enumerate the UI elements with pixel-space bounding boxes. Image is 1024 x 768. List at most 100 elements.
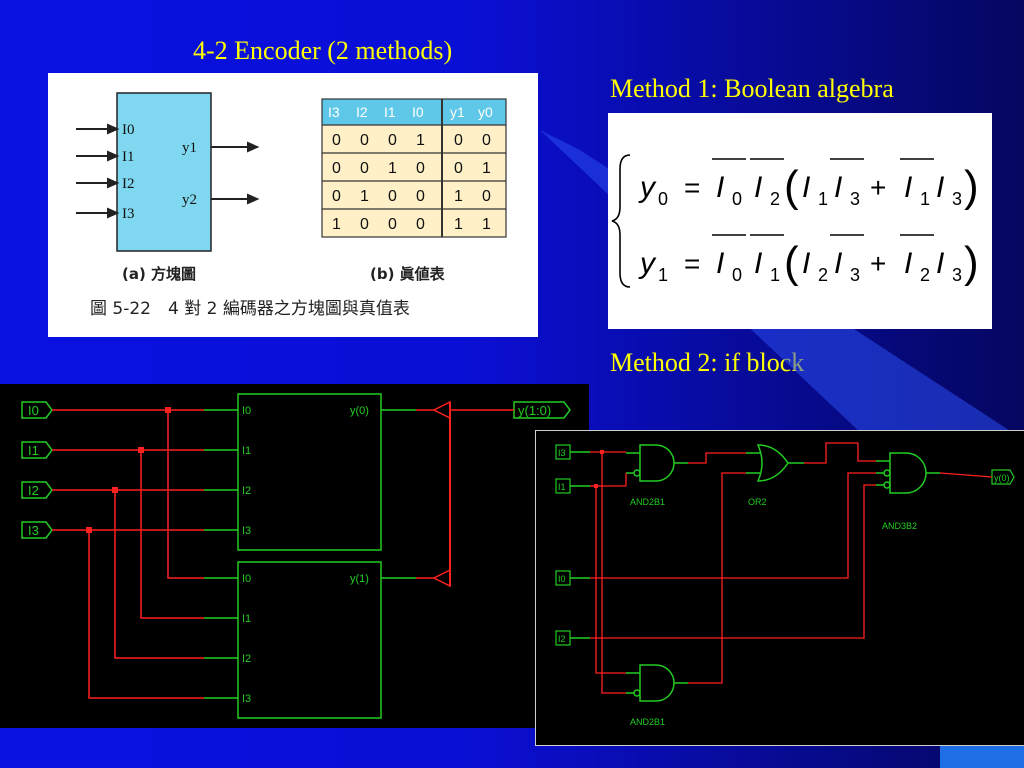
svg-text:1: 1	[920, 189, 930, 209]
svg-text:): )	[964, 238, 979, 287]
input-port-i0	[21, 401, 53, 419]
tt-cell: 0	[416, 188, 425, 205]
svg-text:=: =	[684, 248, 700, 279]
tt-cell: 0	[360, 216, 369, 233]
tt-cell: 0	[482, 132, 491, 149]
tt-cell: 0	[416, 216, 425, 233]
method-1-label: Method 1: Boolean algebra	[610, 74, 894, 103]
method-2-label: Method 2: if block	[610, 348, 805, 377]
block-input-i3: I3	[122, 206, 135, 222]
schematic-blocks: I0 I1 I2 I3 y(1:0) I0 I1 I2 I3 y(0) I0 I…	[0, 384, 589, 728]
svg-text:2: 2	[770, 189, 780, 209]
and-gate-top	[639, 444, 675, 482]
eq1-equals: =	[684, 172, 700, 203]
tt-cell: 0	[388, 188, 397, 205]
b2-pin-i3: I3	[242, 693, 251, 705]
tt-cell: 0	[482, 188, 491, 205]
svg-text:0: 0	[732, 189, 742, 209]
svg-text:I: I	[834, 247, 842, 280]
inverter-bubble	[633, 469, 641, 477]
input-port-i3	[21, 521, 53, 539]
encoder-figure: I0 I1 I2 I3 y1 y2 (a) 方塊圖 I3 I2 I1 I0	[48, 73, 538, 337]
block-input-i2: I2	[122, 176, 135, 192]
inverter-bubble	[883, 481, 891, 489]
svg-text:I: I	[834, 171, 842, 204]
svg-text:I: I	[716, 171, 724, 204]
b2-pin-i0: I0	[242, 573, 251, 585]
port-label-i0: I0	[558, 574, 566, 584]
encoder-block-2	[237, 561, 382, 719]
tt-cell: 1	[482, 216, 491, 233]
tt-cell: 0	[388, 132, 397, 149]
svg-text:3: 3	[952, 189, 962, 209]
tt-cell: 1	[360, 188, 369, 205]
input-port-i1	[21, 441, 53, 459]
bus-output-label: y(1:0)	[518, 403, 551, 418]
port-label-i2: I2	[558, 634, 566, 644]
svg-text:(: (	[784, 238, 799, 287]
encoder-block-1	[237, 393, 382, 551]
brace	[611, 154, 631, 288]
port-label-i3: I3	[28, 523, 39, 538]
block-output-y2: y2	[182, 192, 197, 208]
and3-gate	[889, 452, 927, 494]
svg-text:I: I	[802, 171, 810, 204]
gate-label-or2: OR2	[748, 497, 767, 507]
output-port-y0	[991, 469, 1015, 485]
junction-dot	[165, 407, 171, 413]
svg-text:1: 1	[818, 189, 828, 209]
port-label-i1: I1	[28, 443, 39, 458]
svg-text:I: I	[936, 247, 944, 280]
b1-pin-i1: I1	[242, 445, 251, 457]
tt-cell: 0	[454, 132, 463, 149]
tt-header-i3: I3	[328, 104, 340, 120]
or-gate	[756, 444, 789, 482]
junction-dot	[600, 450, 604, 454]
svg-text:I: I	[754, 247, 762, 280]
output-label-y0: y(0)	[994, 473, 1010, 483]
b1-pin-i3: I3	[242, 525, 251, 537]
junction-dot	[86, 527, 92, 533]
inverter-bubble	[633, 689, 641, 697]
schematic-gates: I3 I1 I0 I2 y(0) AND2B1 OR2 AND3B2 AND2B…	[535, 430, 1024, 746]
tt-cell: 1	[416, 132, 425, 149]
eq1-lhs: y	[638, 171, 657, 204]
junction-dot	[594, 484, 598, 488]
and-gate-bottom	[639, 664, 675, 702]
tt-cell: 1	[388, 160, 397, 177]
b2-pin-i1: I1	[242, 613, 251, 625]
svg-text:2: 2	[818, 265, 828, 285]
block-input-i0: I0	[122, 122, 135, 138]
slide-title: 4-2 Encoder (2 methods)	[193, 36, 453, 65]
tt-header-i0: I0	[412, 104, 424, 120]
port-label-i3: I3	[558, 448, 566, 458]
input-port-i2	[21, 481, 53, 499]
truth-table: I3 I2 I1 I0 y1 y0 0 0 0 1 0 0 0 0 1 0 0 …	[321, 98, 507, 283]
tt-cell: 0	[332, 160, 341, 177]
tt-cell: 1	[454, 216, 463, 233]
b2-output-label: y(1)	[350, 573, 369, 585]
tt-cell: 0	[332, 188, 341, 205]
block-input-i1: I1	[122, 149, 135, 165]
svg-text:I: I	[716, 247, 724, 280]
schematic-blocks-svg: I0 I1 I2 I3 y(1:0) I0 I1 I2 I3 y(0) I0 I…	[21, 393, 571, 719]
svg-text:): )	[964, 162, 979, 211]
svg-text:1: 1	[770, 265, 780, 285]
b1-output-label: y(0)	[350, 405, 369, 417]
encoder-block	[116, 92, 212, 252]
schematic-gates-svg: I3 I1 I0 I2 y(0) AND2B1 OR2 AND3B2 AND2B…	[555, 442, 1015, 727]
port-label-i2: I2	[28, 483, 39, 498]
svg-text:I: I	[754, 171, 762, 204]
encoder-figure-svg: I0 I1 I2 I3 y1 y2 (a) 方塊圖 I3 I2 I1 I0	[76, 92, 507, 319]
svg-text:+: +	[870, 172, 886, 203]
tt-cell: 0	[416, 160, 425, 177]
junction-dot	[112, 487, 118, 493]
eq2-lhs-sub: 1	[658, 265, 668, 285]
b2-pin-i2: I2	[242, 653, 251, 665]
svg-text:I: I	[802, 247, 810, 280]
b1-pin-i0: I0	[242, 405, 251, 417]
svg-text:I: I	[936, 171, 944, 204]
eq2-lhs: y	[638, 247, 657, 280]
svg-text:3: 3	[952, 265, 962, 285]
